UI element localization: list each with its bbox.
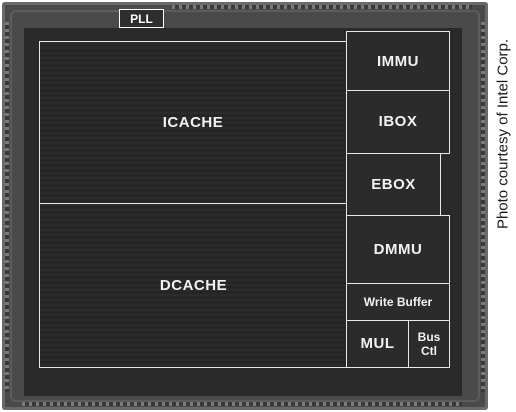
mul-label: MUL <box>360 335 395 352</box>
pll-label: PLL <box>130 11 153 26</box>
write-buffer-label: Write Buffer <box>363 294 433 309</box>
ibox-label: IBOX <box>378 113 418 130</box>
dcache-block: DCACHE <box>39 203 348 368</box>
bus-ctl-label-line1: Bus <box>417 329 441 344</box>
pll-block: PLL <box>119 9 164 28</box>
bus-ctl-block: Bus Ctl <box>408 320 450 368</box>
dcache-label: DCACHE <box>159 276 228 294</box>
dmmu-block: DMMU <box>346 215 450 284</box>
pad-strip-bottom <box>22 402 462 406</box>
pad-strip-top <box>172 5 472 9</box>
icache-block: ICACHE <box>39 41 347 205</box>
dmmu-label: DMMU <box>373 240 423 258</box>
photo-credit-text: Photo courtesy of Intel Corp. <box>494 38 512 230</box>
bond-ring <box>10 10 480 402</box>
pad-strip-left <box>5 22 9 392</box>
mul-block: MUL <box>346 320 409 368</box>
ebox-block: EBOX <box>346 153 441 216</box>
immu-block: IMMU <box>346 31 450 92</box>
write-buffer-block: Write Buffer <box>346 283 450 321</box>
ibox-block: IBOX <box>346 90 450 154</box>
pad-strip-right <box>481 22 485 392</box>
photo-credit: Photo courtesy of Intel Corp. <box>490 0 516 412</box>
bus-ctl-label-line2: Ctl <box>421 344 437 358</box>
immu-label: IMMU <box>377 52 419 70</box>
ebox-label: EBOX <box>371 175 416 193</box>
icache-label: ICACHE <box>162 114 224 131</box>
